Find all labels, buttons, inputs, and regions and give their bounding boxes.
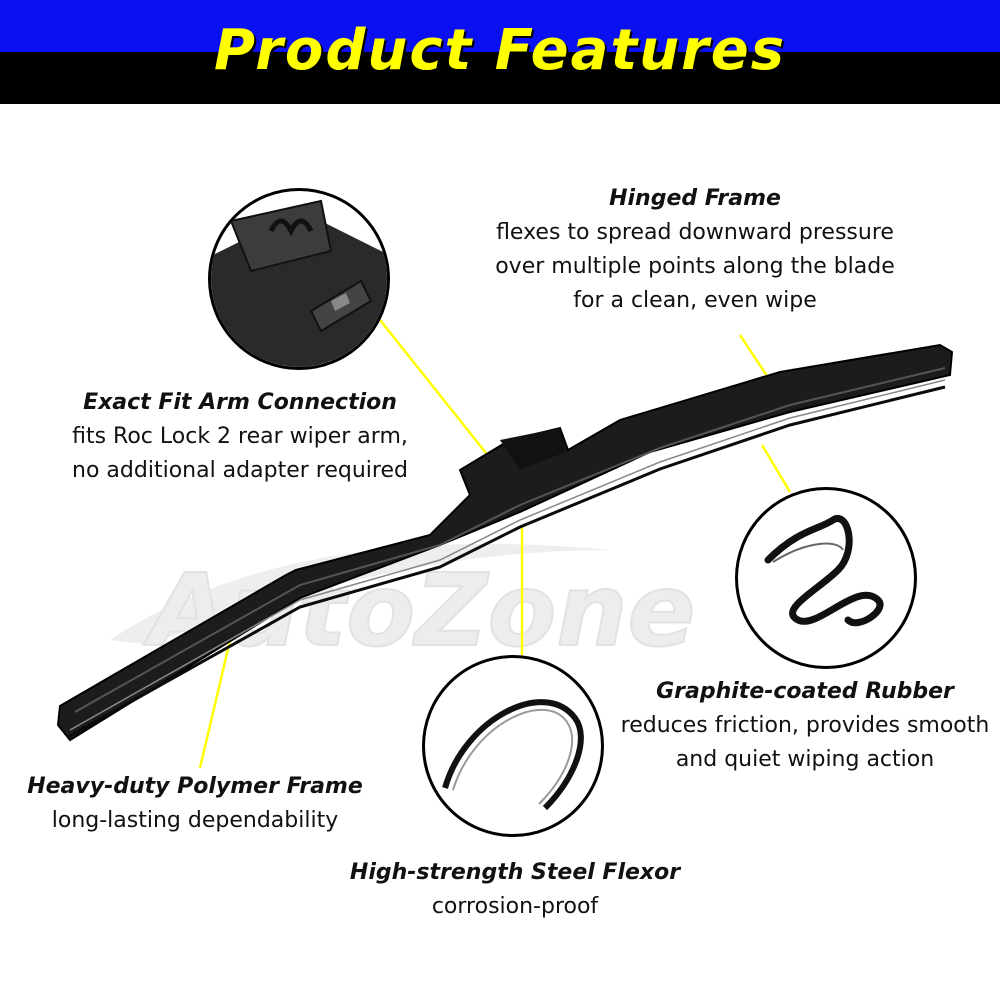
watermark-text: AutoZone: [143, 552, 695, 669]
arm-connector-icon: [211, 199, 387, 367]
header-banner: Product Features: [0, 0, 1000, 104]
callout-steel-flexor: High-strength Steel Flexor corrosion-pro…: [345, 856, 685, 924]
rubber-coil-icon: [764, 515, 884, 627]
steel-flexor-title: High-strength Steel Flexor: [349, 860, 681, 885]
blade-body: [56, 343, 954, 742]
polymer-frame-title: Heavy-duty Polymer Frame: [27, 774, 363, 799]
exact-fit-description: fits Roc Lock 2 rear wiper arm, no addit…: [72, 424, 408, 483]
callout-graphite-rubber: Graphite-coated Rubber reduces friction,…: [615, 675, 995, 777]
callout-hinged-frame: Hinged Frame flexes to spread downward p…: [480, 182, 910, 318]
arm-connection-detail: [208, 188, 390, 370]
exact-fit-title: Exact Fit Arm Connection: [83, 390, 397, 415]
graphite-rubber-description: reduces friction, provides smooth and qu…: [620, 713, 990, 772]
steel-flexor-detail: [422, 655, 604, 837]
rubber-detail: [735, 487, 917, 669]
graphite-rubber-title: Graphite-coated Rubber: [656, 679, 954, 704]
callout-exact-fit: Exact Fit Arm Connection fits Roc Lock 2…: [55, 386, 425, 488]
steel-flexor-description: corrosion-proof: [431, 894, 599, 919]
hinged-frame-description: flexes to spread downward pressure over …: [495, 220, 895, 313]
hinged-frame-title: Hinged Frame: [609, 186, 781, 211]
steel-flexor-icon: [442, 699, 584, 811]
polymer-frame-description: long-lasting dependability: [51, 808, 339, 833]
banner-title: Product Features: [213, 18, 787, 83]
callout-polymer-frame: Heavy-duty Polymer Frame long-lasting de…: [20, 770, 370, 838]
